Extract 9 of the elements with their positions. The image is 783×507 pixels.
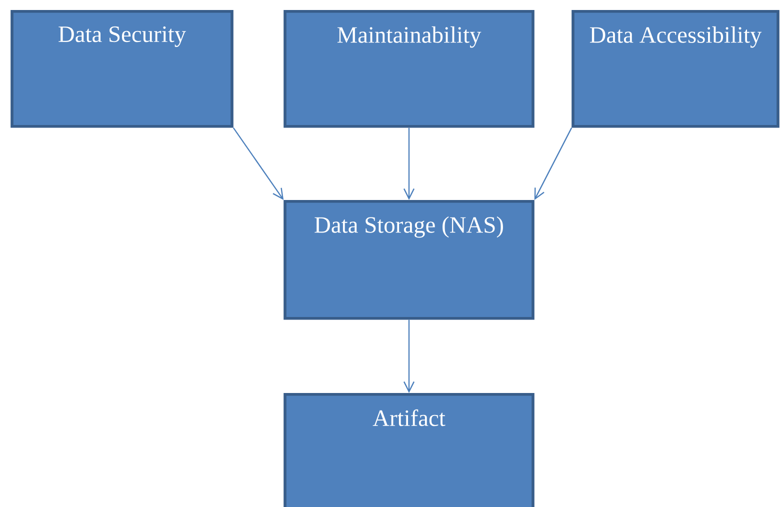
arrow bbox=[534, 128, 572, 200]
process-box: Data Storage (NAS) bbox=[284, 200, 534, 320]
process-box: Data Security bbox=[10, 10, 234, 128]
arrow bbox=[403, 320, 415, 393]
process-box: Artifact bbox=[284, 393, 534, 507]
process-box: Maintainability bbox=[284, 10, 534, 128]
arrow bbox=[403, 128, 415, 200]
arrow bbox=[232, 127, 284, 200]
process-box: Data Accessibility bbox=[572, 10, 780, 128]
